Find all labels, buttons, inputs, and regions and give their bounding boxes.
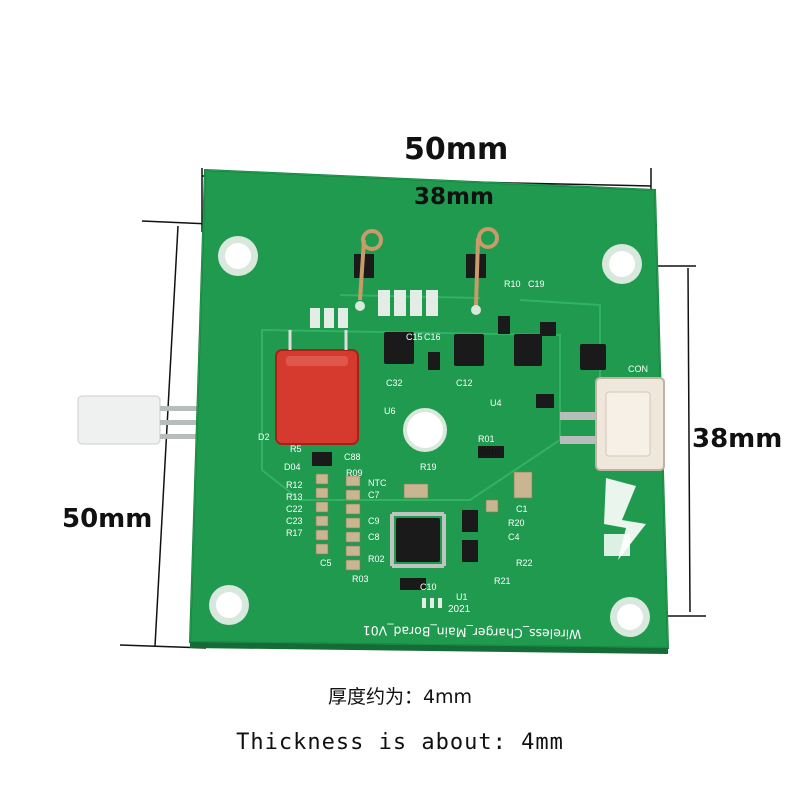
red-capacitor xyxy=(275,330,359,445)
label-u4: U4 xyxy=(490,398,502,408)
label-d04: D04 xyxy=(284,462,301,472)
label-r010: R010 xyxy=(480,448,500,457)
label-c5: C5 xyxy=(320,558,332,568)
label-c19: C19 xyxy=(528,279,545,289)
label-r02: R02 xyxy=(368,554,385,564)
label-c4: C4 xyxy=(508,532,520,542)
thickness-caption-chinese: 厚度约为：4mm xyxy=(327,686,473,708)
label-r20: R20 xyxy=(508,518,525,528)
label-r10: R10 xyxy=(504,279,521,289)
label-r13: R13 xyxy=(286,492,303,502)
label-c1: C1 xyxy=(516,504,528,514)
label-c12: C12 xyxy=(456,378,473,388)
board-name: Wireless_Charger_Main_Borad_V01 xyxy=(363,623,582,642)
label-r19: R19 xyxy=(420,462,437,472)
mounting-holes xyxy=(209,236,650,637)
label-r12: R12 xyxy=(286,480,303,490)
label-ntc: NTC xyxy=(368,478,387,488)
label-r09: R09 xyxy=(346,468,363,478)
label-r5: R5 xyxy=(290,444,302,454)
label-c10: C10 xyxy=(420,582,437,592)
label-con: CON xyxy=(628,364,648,374)
led-component xyxy=(77,395,216,445)
label-c88: C88 xyxy=(344,452,361,462)
smd-components xyxy=(310,308,556,608)
label-c22: C22 xyxy=(286,504,303,514)
label-c7: C7 xyxy=(368,490,380,500)
label-c16: C16 xyxy=(424,332,441,342)
label-c8: C8 xyxy=(368,532,380,542)
label-c23: C23 xyxy=(286,516,303,526)
label-r03: R03 xyxy=(352,574,369,584)
label-r22: R22 xyxy=(516,558,533,568)
dimension-hole-spacing-top: 38mm xyxy=(414,184,494,210)
label-r21: R21 xyxy=(494,576,511,586)
thickness-caption-english: Thickness is about: 4mm xyxy=(236,730,564,755)
label-u1: U1 xyxy=(456,592,468,602)
label-d2: D2 xyxy=(258,432,270,442)
label-c32: C32 xyxy=(386,378,403,388)
board-year: 2021 xyxy=(448,604,471,615)
label-c9: C9 xyxy=(368,516,380,526)
dimension-hole-spacing-right: 38mm xyxy=(692,424,783,454)
label-c15: C15 xyxy=(406,332,423,342)
board-logo xyxy=(604,478,646,560)
label-u6: U6 xyxy=(384,406,396,416)
coil-wires xyxy=(354,227,499,315)
label-r01: R01 xyxy=(478,434,495,444)
ic-chips xyxy=(312,332,606,562)
label-r17: R17 xyxy=(286,528,303,538)
connector xyxy=(560,377,665,471)
dimension-height-left: 50mm xyxy=(62,504,153,534)
dimension-width-top: 50mm xyxy=(404,132,509,167)
